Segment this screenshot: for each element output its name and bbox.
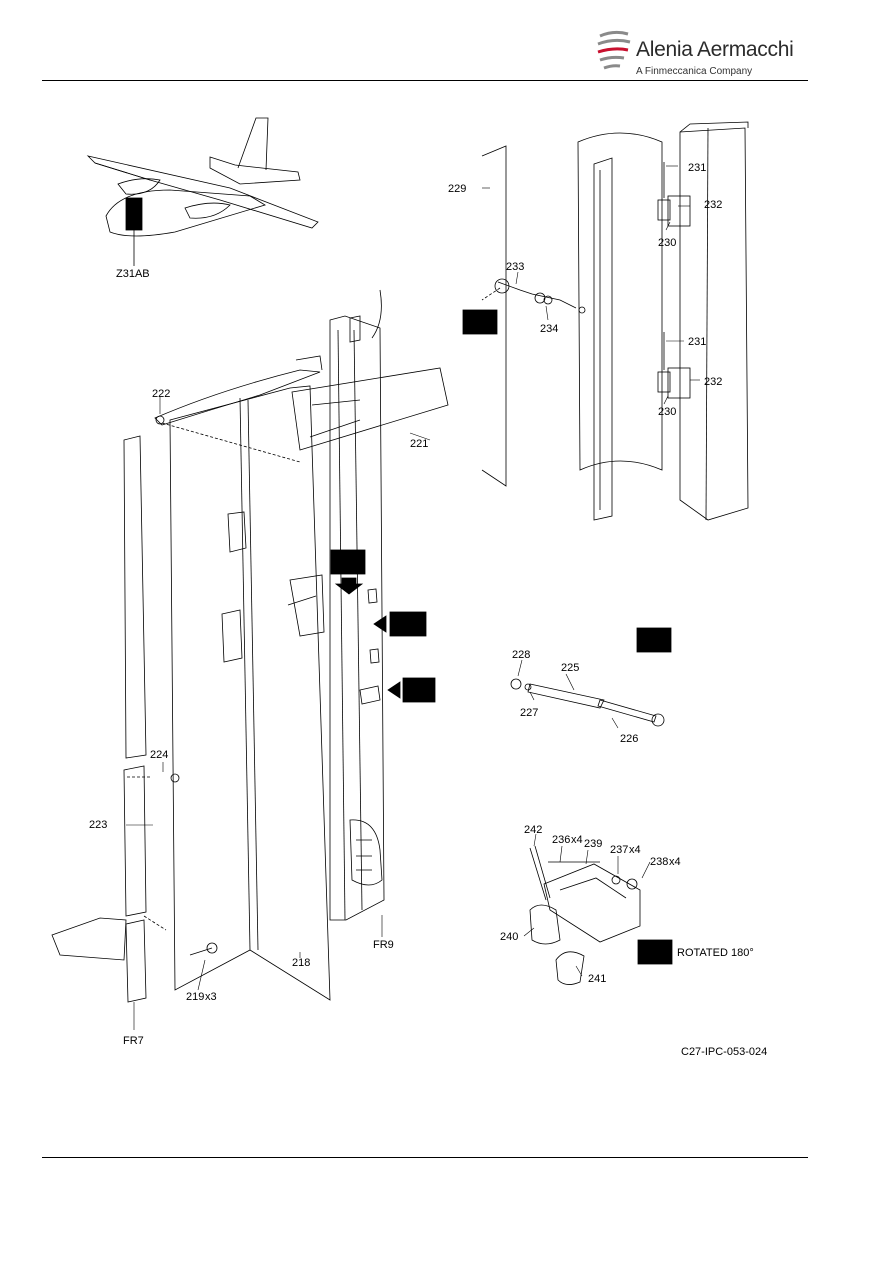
callout-242: 242 [524, 824, 542, 836]
tag-bb-marker: BB [373, 611, 427, 637]
logo-swoosh-icon [597, 30, 631, 70]
callout-230a: 230 [658, 237, 676, 249]
aircraft-locator [86, 117, 319, 266]
tag-bb-title: BB [462, 309, 498, 335]
tag-cc-marker: CC [330, 549, 366, 595]
tag-cc-title: CC [636, 627, 672, 653]
figure-reference: C27-IPC-053-024 [681, 1046, 767, 1058]
callout-236-qty: x4 [571, 834, 583, 846]
callout-222: 222 [152, 388, 170, 400]
callout-223: 223 [89, 819, 107, 831]
callout-219: 219 [186, 991, 204, 1003]
svg-text:BB: BB [394, 622, 410, 634]
zone-label: Z31AB [116, 268, 150, 280]
company-logo: Alenia Aermacchi A Finmeccanica Company [596, 24, 796, 84]
callout-231b: 231 [688, 336, 706, 348]
callout-230b: 230 [658, 406, 676, 418]
tag-dd-title: DD [637, 939, 673, 965]
callout-221: 221 [410, 438, 428, 450]
left-arrow-icon [387, 681, 401, 699]
frame-assembly [51, 289, 449, 1003]
callout-225: 225 [561, 662, 579, 674]
footer-rule [42, 1157, 808, 1158]
down-arrow-icon [334, 577, 364, 595]
callout-leaders [126, 165, 700, 1030]
callout-236: 236 [552, 834, 570, 846]
callout-237: 237 [610, 844, 628, 856]
callout-228: 228 [512, 649, 530, 661]
rotated-note: ROTATED 180° [677, 947, 754, 959]
svg-text:BB: BB [467, 320, 483, 332]
callout-219-qty: x3 [205, 991, 217, 1003]
callout-229: 229 [448, 183, 466, 195]
callout-232a: 232 [704, 199, 722, 211]
callout-218: 218 [292, 957, 310, 969]
detail-cc [510, 678, 665, 727]
brand-tagline: A Finmeccanica Company [636, 66, 753, 77]
detail-dd [529, 845, 641, 985]
callout-237-qty: x4 [629, 844, 641, 856]
callout-239: 239 [584, 838, 602, 850]
callout-234: 234 [540, 323, 558, 335]
left-arrow-icon [373, 615, 387, 633]
callout-231a: 231 [688, 162, 706, 174]
frame-fr7: FR7 [123, 1035, 144, 1047]
svg-text:DD: DD [406, 688, 422, 700]
svg-text:DD: DD [641, 950, 657, 962]
bb-leader [481, 287, 501, 301]
header-rule [42, 80, 808, 81]
frame-fr9: FR9 [373, 939, 394, 951]
callout-labels: 222 221 224 223 218 219 x3 FR7 FR9 229 2… [89, 162, 767, 1058]
svg-text:CC: CC [335, 560, 351, 572]
callout-241: 241 [588, 973, 606, 985]
callout-226: 226 [620, 733, 638, 745]
callout-232b: 232 [704, 376, 722, 388]
callout-227: 227 [520, 707, 538, 719]
callout-233: 233 [506, 261, 524, 273]
callout-240: 240 [500, 931, 518, 943]
detail-bb [481, 121, 749, 521]
tag-dd-marker: DD [387, 677, 436, 703]
callout-238-qty: x4 [669, 856, 681, 868]
callout-238: 238 [650, 856, 668, 868]
svg-text:CC: CC [641, 638, 657, 650]
brand-name: Alenia Aermacchi [636, 38, 794, 61]
assembly-leaders [126, 422, 301, 931]
callout-224: 224 [150, 749, 168, 761]
